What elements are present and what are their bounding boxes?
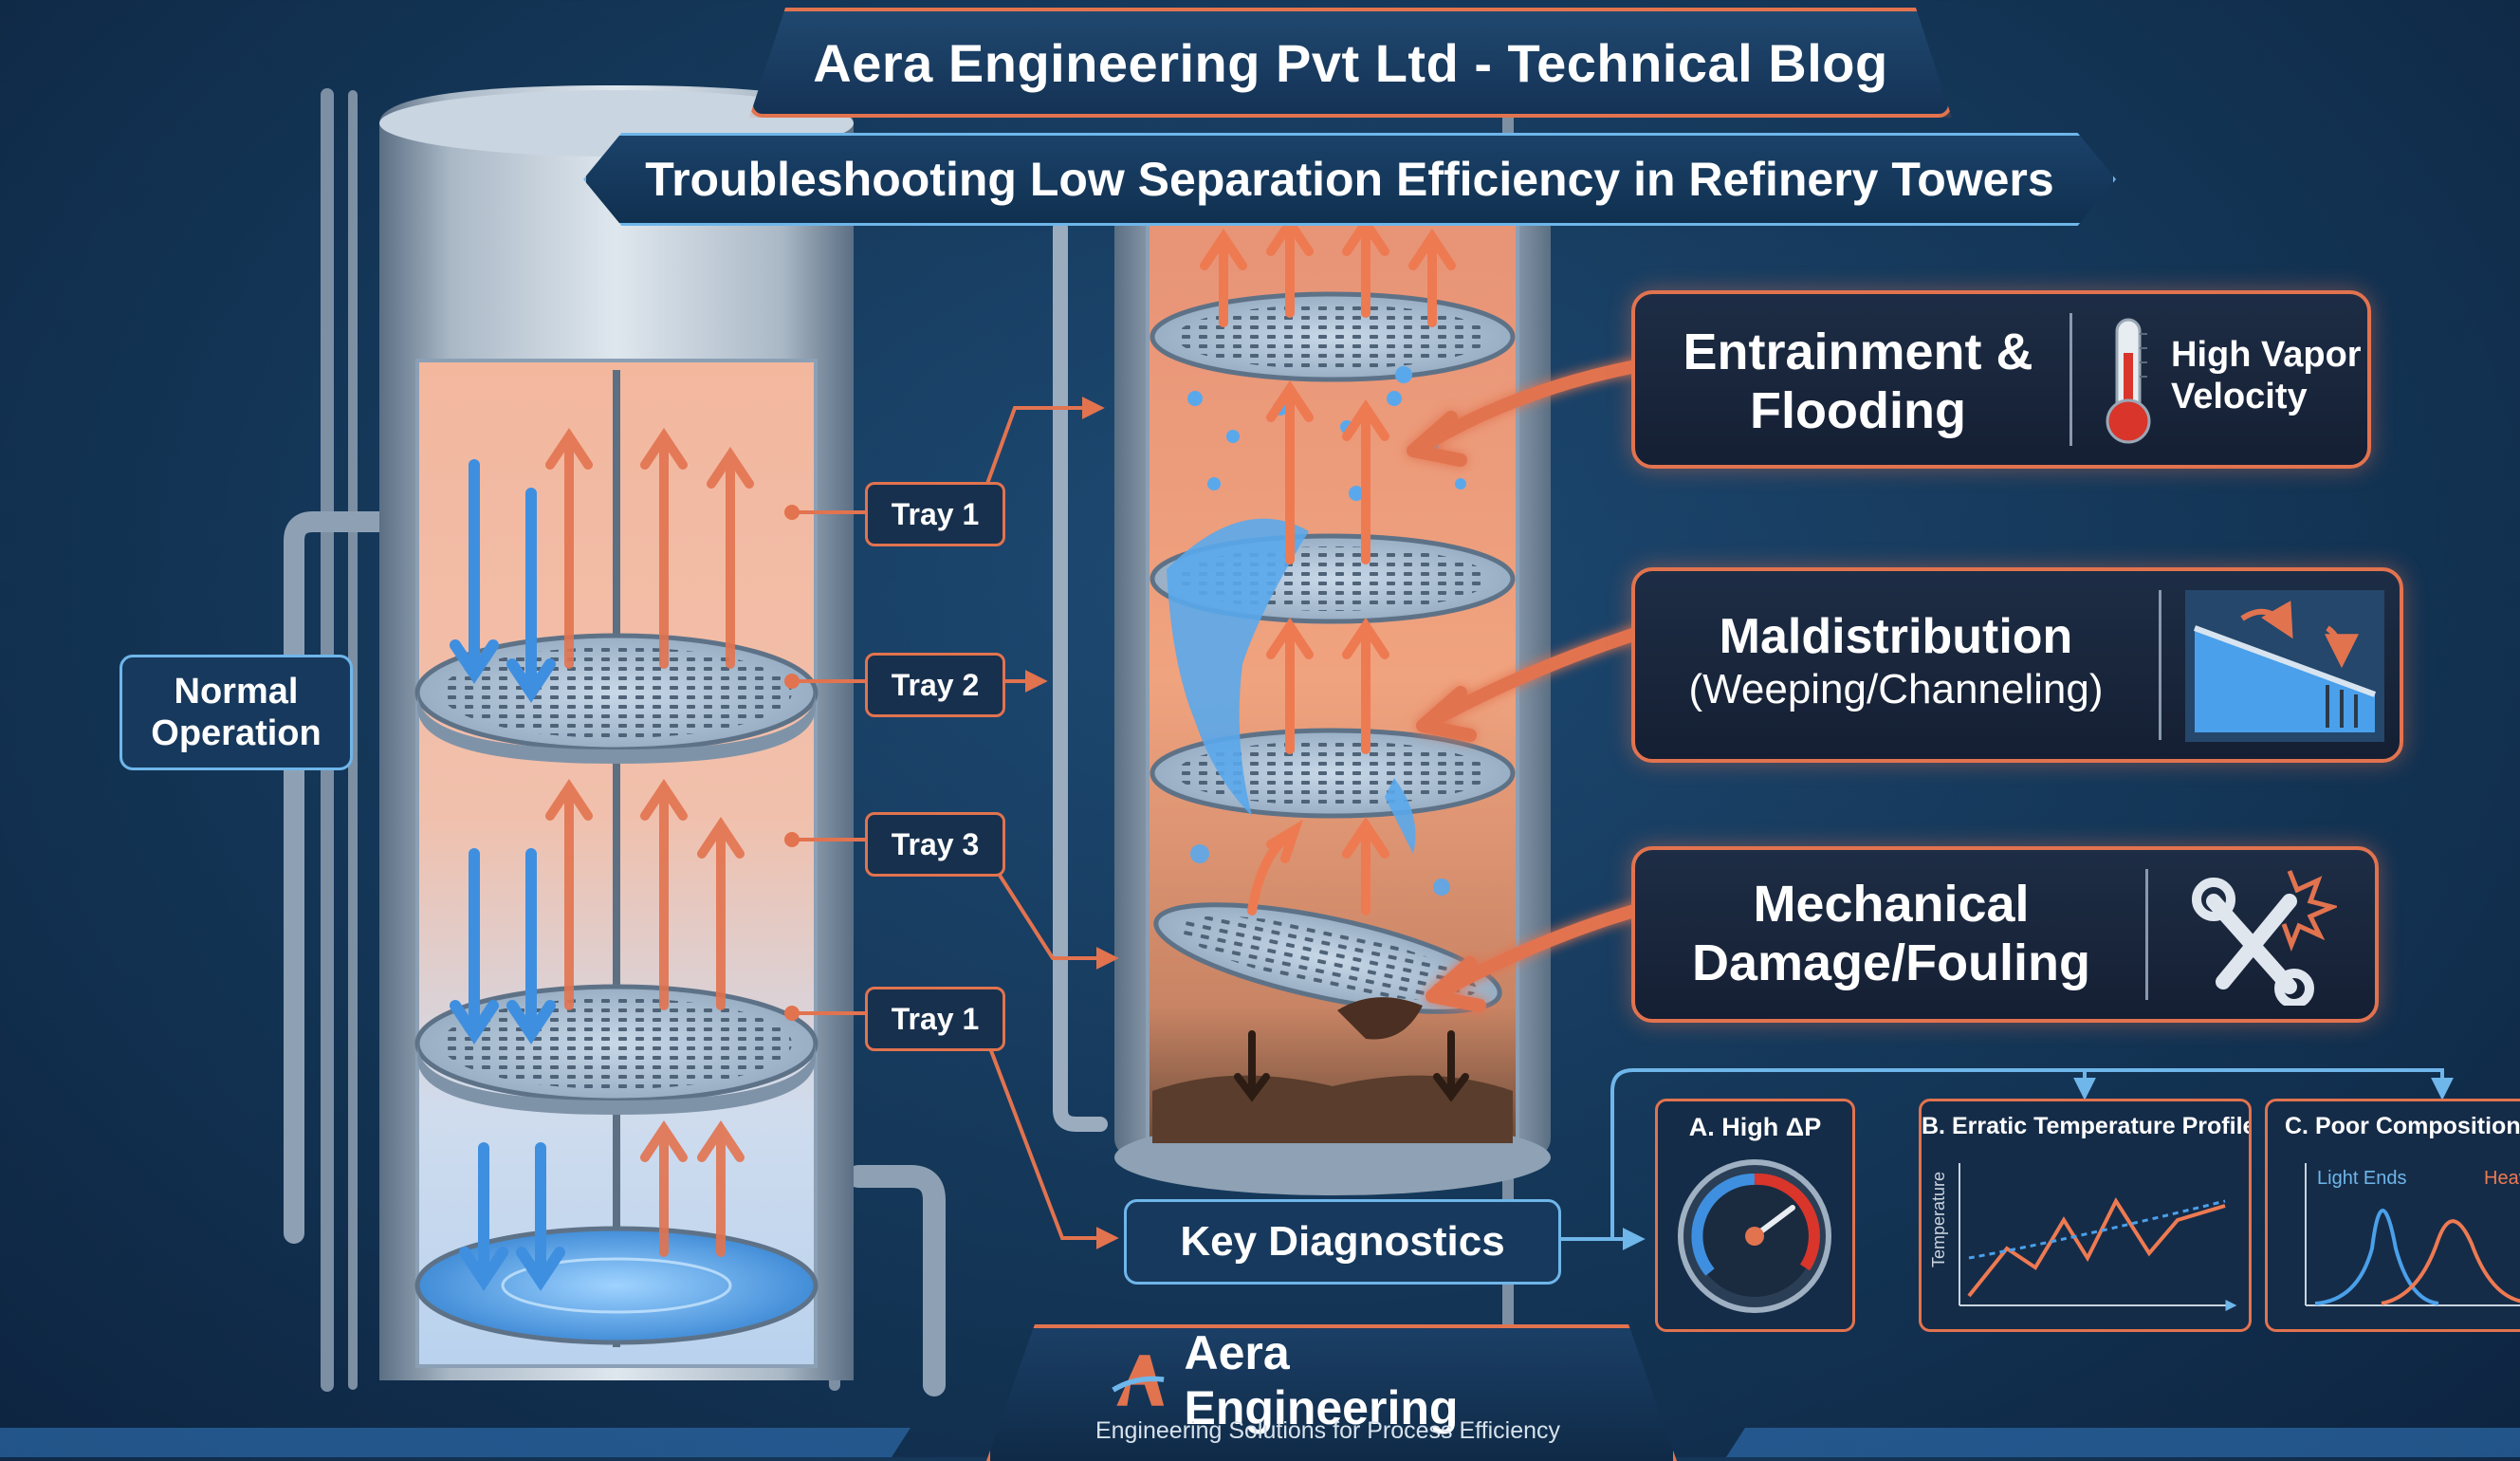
liquid-arrows (450, 459, 565, 1291)
thermometer-icon (2106, 318, 2151, 444)
footer-brand-name: Aera Engineering (1184, 1326, 1459, 1434)
issue-title-line1: Mechanical (1753, 876, 2030, 933)
high-vapor-velocity-label: High Vapor Velocity (2171, 334, 2362, 417)
card-divider (2159, 590, 2161, 740)
footer-brand: Aera Engineering (1110, 1326, 1546, 1434)
key-diagnostics-label: Key Diagnostics (1124, 1199, 1561, 1285)
normal-column (379, 85, 854, 1380)
blog-title-banner: Aera Engineering Pvt Ltd - Technical Blo… (749, 8, 1952, 118)
subtitle-banner: Troubleshooting Low Separation Efficienc… (583, 133, 2116, 226)
company-logo-icon (1112, 1355, 1165, 1406)
maldistribution-card: Maldistribution (Weeping/Channeling) (1631, 567, 2403, 763)
normal-operation-label: Normal Operation (120, 655, 353, 770)
mechanical-damage-card: Mechanical Damage/Fouling (1631, 846, 2379, 1023)
diagnostic-panel-title: A. High ΔP (1688, 1113, 1822, 1141)
maldistribution-title: Maldistribution (Weeping/Channeling) (1654, 609, 2138, 713)
tray-tag-label: Tray 1 (891, 1001, 980, 1036)
liquid-cascade (1167, 518, 1450, 896)
composition-sketch: Light Ends Heav (2305, 1163, 2520, 1306)
mechanical-damage-title: Mechanical Damage/Fouling (1654, 875, 2128, 992)
diagnostic-panel-title: C. Poor Composition A (2285, 1113, 2520, 1139)
normal-operation-line1: Normal (174, 672, 299, 712)
broken-tray (1153, 902, 1502, 1014)
tray-tag-label: Tray 1 (891, 496, 980, 531)
footer-stripes (0, 1428, 2520, 1457)
diagnostic-connectors (1555, 1068, 2454, 1250)
light-ends-label: Light Ends (2317, 1168, 2407, 1189)
flooded-tray (1150, 291, 1516, 382)
vapor-arrows (545, 427, 754, 1257)
key-diagnostics-text: Key Diagnostics (1180, 1218, 1505, 1265)
temperature-axis-label: Temperature (1931, 1172, 1948, 1267)
issue-title-line2: (Weeping/Channeling) (1688, 665, 2104, 712)
wrench-icon (2192, 870, 2337, 1006)
tray-tag-2: Tray 2 (865, 653, 1005, 717)
pressure-gauge-icon (1678, 1159, 1831, 1313)
card-divider (2069, 313, 2072, 446)
diagnostic-panel-temperature: B. Erratic Temperature Profile Temperatu… (1919, 1099, 2252, 1332)
normal-operation-line2: Operation (151, 713, 322, 753)
article-title: Troubleshooting Low Separation Efficienc… (645, 153, 2054, 206)
tray-tag-4: Tray 1 (865, 987, 1005, 1051)
issue-title-line2: Flooding (1750, 382, 1966, 440)
issue-title-line2: Damage/Fouling (1691, 934, 2091, 992)
vapor-arrows-right (1200, 213, 1456, 915)
weeping-tray-icon (2185, 590, 2384, 742)
aside-line1: High Vapor (2171, 335, 2362, 375)
issue-title-line1: Maldistribution (1719, 609, 2073, 664)
card-divider (2145, 869, 2148, 1000)
tray-tag-1: Tray 1 (865, 482, 1005, 546)
normal-liquid-pool (414, 1226, 819, 1345)
callout-arrows (1407, 359, 1676, 1012)
issue-title-line1: Entrainment & (1683, 324, 2033, 380)
entrainment-flooding-title: Entrainment & Flooding (1654, 323, 2062, 440)
tray-tag-3: Tray 3 (865, 812, 1005, 877)
diagnostic-panel-composition: C. Poor Composition A Light Ends Heav (2265, 1099, 2520, 1332)
diagnostic-panel-title: B. Erratic Temperature Profile (1922, 1113, 2252, 1139)
entrainment-flooding-card: Entrainment & Flooding High Vapor Veloci… (1631, 290, 2371, 469)
temperature-profile-sketch: Temperature (1931, 1163, 2237, 1311)
tray-tag-label: Tray 3 (891, 826, 980, 861)
tray-tag-label: Tray 2 (891, 667, 980, 702)
footer-tagline: Engineering Solutions for Process Effici… (1094, 1417, 1561, 1444)
blog-title: Aera Engineering Pvt Ltd - Technical Blo… (813, 32, 1888, 93)
droplets (1187, 366, 1466, 501)
aside-line2: Velocity (2171, 377, 2308, 416)
tray-connectors (784, 397, 1119, 1249)
heavy-ends-label: Heav (2484, 1168, 2520, 1189)
diagnostic-panel-dp: A. High ΔP (1655, 1099, 1855, 1332)
